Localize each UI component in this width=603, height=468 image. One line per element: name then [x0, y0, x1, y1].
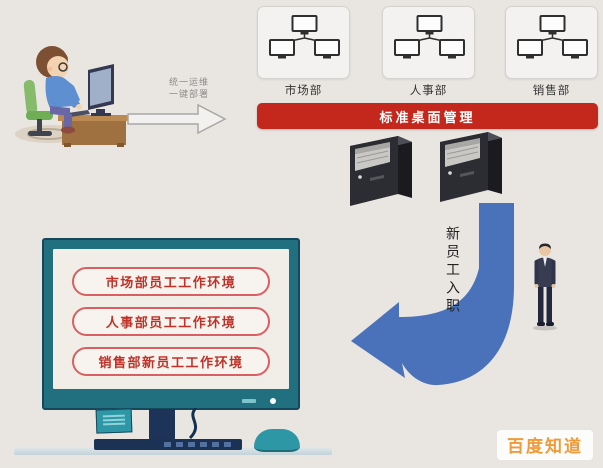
server-tower-1 — [350, 136, 412, 206]
dept-box — [505, 6, 598, 79]
sticky-notes-icon — [95, 408, 133, 434]
server-tower-icon — [350, 132, 502, 206]
monitor-network-icon — [269, 15, 340, 59]
right-arrow-icon — [127, 103, 227, 135]
onboarding-label: 新员工入职 — [445, 226, 461, 316]
env-button-hr: 人事部员工工作环境 — [72, 307, 270, 336]
dept-group-hr: 人事部 — [382, 6, 475, 98]
workstation-monitor: 市场部员工工作环境 人事部员工工作环境 销售部新员工工作环境 — [42, 238, 300, 410]
monitor-indicator-dash — [242, 399, 256, 403]
monitor-network-icon — [517, 15, 588, 59]
dept-label-hr: 人事部 — [409, 85, 448, 97]
it-admin-illustration — [15, 46, 132, 147]
dept-label-marketing: 市场部 — [284, 85, 323, 97]
env-button-marketing: 市场部员工工作环境 — [72, 267, 270, 296]
dept-group-marketing: 市场部 — [257, 6, 350, 98]
monitor-network-icon — [394, 15, 465, 59]
workstation-screen: 市场部员工工作环境 人事部员工工作环境 销售部新员工工作环境 — [53, 249, 289, 389]
watermark-badge: 百度知道 — [497, 430, 593, 460]
banner-label: 标准桌面管理 — [379, 109, 476, 125]
dept-box — [257, 6, 350, 79]
deploy-caption: 统一运维 一键部署 — [148, 76, 230, 100]
monitor-stand — [149, 409, 175, 441]
mouse-icon — [254, 429, 300, 452]
desk-surface — [14, 448, 332, 455]
standard-desktop-banner: 标准桌面管理 — [257, 103, 598, 129]
dept-box — [382, 6, 475, 79]
env-button-sales: 销售部新员工工作环境 — [72, 347, 270, 376]
deploy-caption-line1: 统一运维 — [168, 77, 209, 87]
monitor-power-led — [270, 398, 276, 404]
keyboard-icon — [94, 439, 242, 450]
dept-group-sales: 销售部 — [505, 6, 598, 98]
dept-label-sales: 销售部 — [532, 85, 571, 97]
businessman-figure-icon — [533, 243, 557, 331]
monitor-cable — [188, 408, 198, 440]
server-tower-2 — [440, 132, 502, 202]
deploy-caption-line2: 一键部署 — [168, 89, 209, 99]
